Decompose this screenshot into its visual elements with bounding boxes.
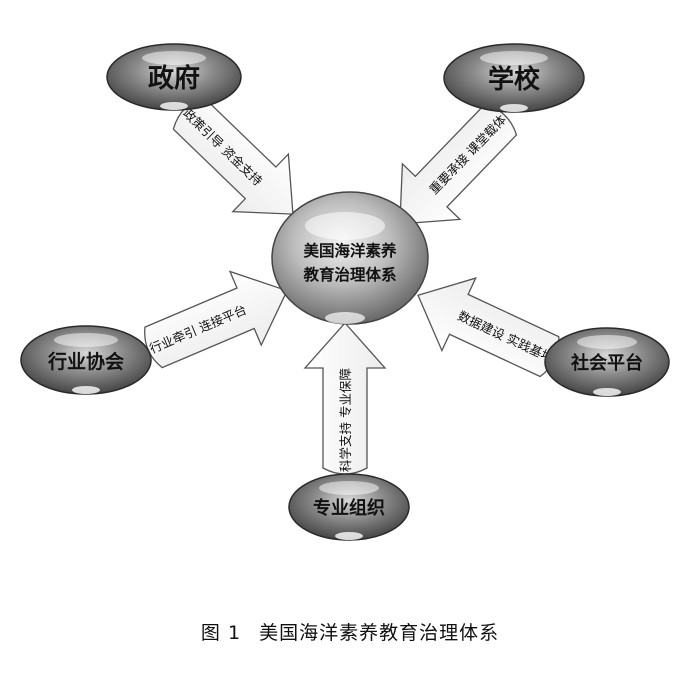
center-title-line2: 教育治理体系 [303,265,396,284]
governance-diagram: 政策引导 资金支持 重要承接 课堂载体 行业牵引 连接平台 数据建设 实践基地 … [20,43,670,541]
figure-number: 图 1 [200,622,242,644]
arrow-professional: 科学支持 专业保障 [303,322,387,475]
node-school: 学校 [443,43,585,113]
node-professional-label: 专业组织 [313,497,385,519]
arrow-society: 数据建设 实践基地 [417,277,560,378]
node-government: 政府 [106,43,242,111]
figure-caption: 图 1 美国海洋素养教育治理体系 [0,618,700,645]
center-title-line1: 美国海洋素养 [303,241,397,260]
figure-title: 美国海洋素养教育治理体系 [259,622,500,644]
node-professional: 专业组织 [288,473,410,541]
node-industry: 行业协会 [20,325,152,395]
node-government-label: 政府 [148,63,200,94]
node-industry-label: 行业协会 [47,350,124,373]
node-school-label: 学校 [488,64,541,95]
node-society: 社会平台 [544,327,670,397]
center-node: 美国海洋素养 教育治理体系 [271,191,429,325]
arrow-professional-label: 科学支持 专业保障 [338,368,353,472]
node-society-label: 社会平台 [571,352,643,374]
